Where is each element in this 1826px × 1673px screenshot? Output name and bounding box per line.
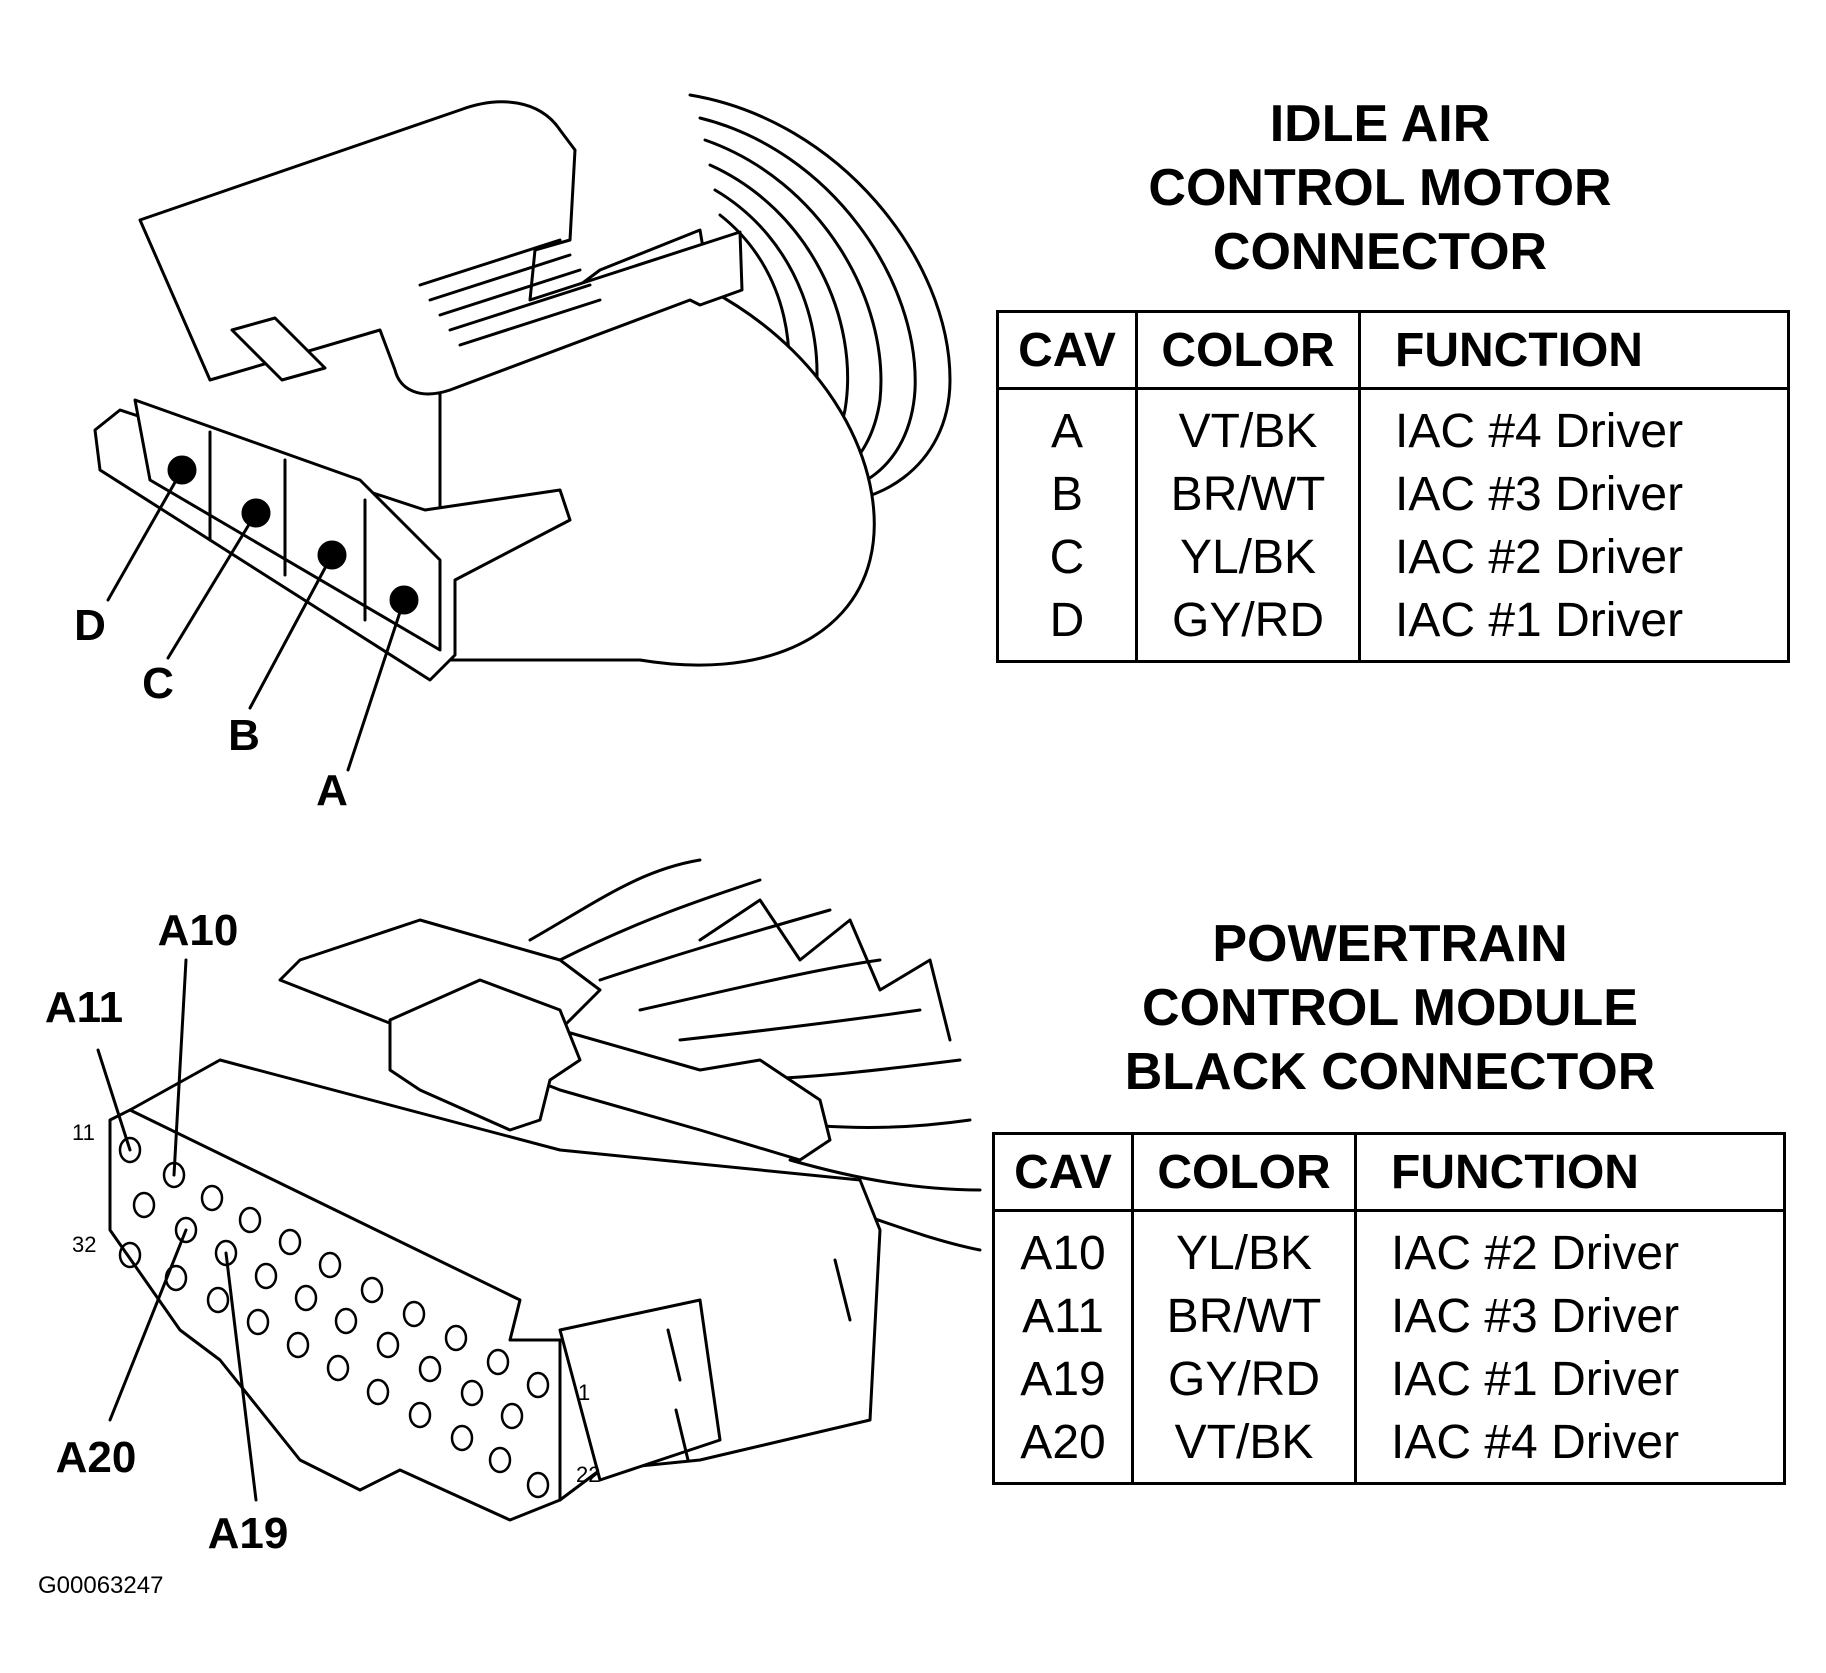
pcm-title-line-1: POWERTRAIN [1212, 915, 1568, 973]
pcm-cell-color: YL/BK [1132, 1210, 1357, 1285]
table-row: A10 YL/BK IAC #2 Driver [993, 1210, 1785, 1285]
pcm-connector-drawing [96, 858, 982, 1522]
iac-label-a: A [316, 766, 348, 815]
pcm-label-a10: A10 [158, 906, 239, 955]
pcm-cell-color: GY/RD [1132, 1348, 1357, 1411]
table-row: C YL/BK IAC #2 Driver [997, 526, 1789, 589]
iac-connector-drawing [93, 93, 952, 772]
iac-latch [138, 100, 744, 396]
pcm-cavity-holes [118, 1136, 550, 1499]
pcm-cell-function: IAC #1 Driver [1391, 1353, 1680, 1406]
iac-header-cav: CAV [997, 311, 1138, 390]
table-row: B BR/WT IAC #3 Driver [997, 463, 1789, 526]
pcm-leader-a10 [172, 958, 188, 1177]
iac-leader-d [106, 468, 184, 602]
iac-table-header-row: CAV COLOR FUNCTION [997, 311, 1789, 390]
pcm-cell-function: IAC #2 Driver [1391, 1227, 1680, 1280]
iac-cell-cav: B [997, 463, 1138, 526]
iac-leader-a [346, 598, 406, 772]
pcm-header-cav: CAV [993, 1133, 1134, 1212]
iac-cell-color: GY/RD [1136, 589, 1361, 662]
table-row: D GY/RD IAC #1 Driver [997, 589, 1789, 662]
iac-latch-slot [230, 316, 327, 382]
iac-cell-color: VT/BK [1136, 388, 1361, 463]
pcm-cell-color: BR/WT [1132, 1285, 1357, 1348]
pcm-label-a19: A19 [208, 1509, 289, 1558]
pcm-cavity-face [108, 1108, 562, 1522]
pcm-pinout-table: CAV COLOR FUNCTION A10 YL/BK IAC #2 Driv… [992, 1132, 1786, 1485]
pcm-cell-cav: A10 [993, 1210, 1134, 1285]
iac-header-color: COLOR [1136, 311, 1361, 390]
pcm-cavity-number-32: 32 [72, 1232, 96, 1257]
pcm-cavity-number-22: 22 [576, 1462, 600, 1487]
iac-label-b: B [228, 711, 260, 760]
pcm-title-line-3: BLACK CONNECTOR [1124, 1043, 1656, 1101]
pcm-cell-color: VT/BK [1132, 1411, 1357, 1484]
iac-label-d: D [74, 601, 106, 650]
iac-leader-b [248, 553, 334, 710]
iac-cell-color: BR/WT [1136, 463, 1361, 526]
iac-title-line-2: CONTROL MOTOR [1148, 159, 1612, 217]
pcm-cell-function: IAC #4 Driver [1391, 1416, 1680, 1469]
pcm-table-header-row: CAV COLOR FUNCTION [993, 1133, 1785, 1212]
iac-header-function: FUNCTION [1359, 311, 1789, 390]
table-row: A19 GY/RD IAC #1 Driver [993, 1348, 1785, 1411]
pcm-leader-a19 [224, 1251, 258, 1502]
pcm-leader-a11 [96, 1048, 132, 1152]
table-row: A11 BR/WT IAC #3 Driver [993, 1285, 1785, 1348]
iac-cell-function: IAC #1 Driver [1395, 594, 1684, 647]
table-row: A VT/BK IAC #4 Driver [997, 388, 1789, 463]
pcm-header-function: FUNCTION [1355, 1133, 1785, 1212]
pcm-side-clips [666, 1258, 852, 1462]
iac-cell-function: IAC #2 Driver [1395, 531, 1684, 584]
iac-cavity-panel [133, 398, 442, 652]
pcm-label-a11: A11 [45, 983, 123, 1032]
iac-title-line-1: IDLE AIR [1269, 95, 1491, 153]
iac-cell-cav: A [997, 388, 1138, 463]
pcm-cell-cav: A11 [993, 1285, 1134, 1348]
pcm-leader-a20 [108, 1228, 188, 1422]
pcm-latch-lock [388, 978, 582, 1132]
iac-cell-cav: C [997, 526, 1138, 589]
pcm-connector-title: POWERTRAIN CONTROL MODULE BLACK CONNECTO… [1040, 912, 1740, 1104]
figure-id: G00063247 [38, 1572, 164, 1599]
pcm-label-a20: A20 [56, 1433, 137, 1482]
pcm-header-color: COLOR [1132, 1133, 1357, 1212]
iac-cell-function: IAC #3 Driver [1395, 468, 1684, 521]
pcm-side-wall [558, 1298, 722, 1482]
iac-cell-color: YL/BK [1136, 526, 1361, 589]
iac-connector-title: IDLE AIR CONTROL MOTOR CONNECTOR [1040, 92, 1720, 284]
table-row: A20 VT/BK IAC #4 Driver [993, 1411, 1785, 1484]
iac-cell-cav: D [997, 589, 1138, 662]
pcm-cell-cav: A19 [993, 1348, 1134, 1411]
pcm-cavity-number-1: 1 [578, 1380, 590, 1405]
pcm-cavity-number-11: 11 [72, 1120, 95, 1145]
iac-pinout-table: CAV COLOR FUNCTION A VT/BK IAC #4 Driver… [996, 310, 1790, 663]
pcm-title-line-2: CONTROL MODULE [1142, 979, 1638, 1037]
pcm-wire-bundle [528, 858, 982, 1252]
pcm-cell-function: IAC #3 Driver [1391, 1290, 1680, 1343]
pcm-cell-cav: A20 [993, 1411, 1134, 1484]
iac-leader-c [166, 511, 258, 660]
iac-label-c: C [142, 659, 174, 708]
iac-latch-ridges [418, 238, 602, 347]
iac-cavity-walls [208, 430, 367, 622]
iac-cell-function: IAC #4 Driver [1395, 405, 1684, 458]
iac-title-line-3: CONNECTOR [1212, 223, 1548, 281]
